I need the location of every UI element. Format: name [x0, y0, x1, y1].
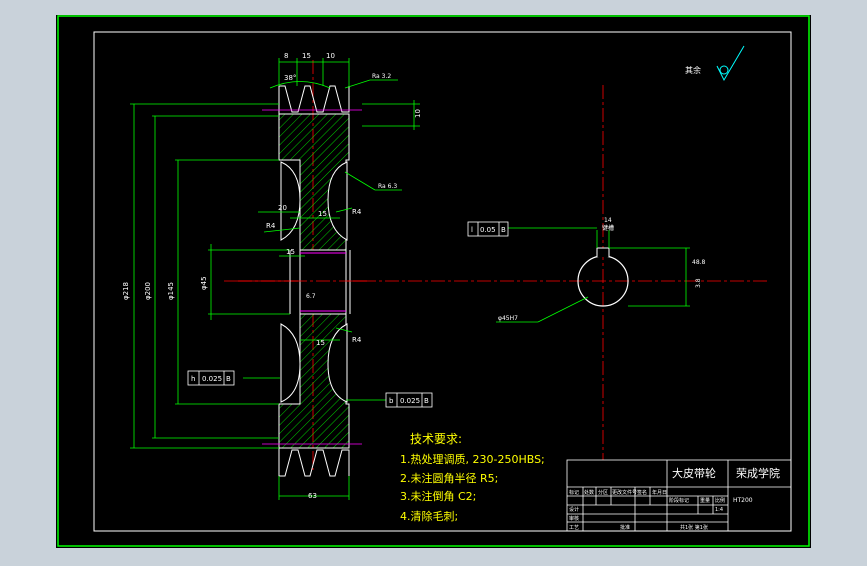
dim-key-depth: 3.8 — [695, 278, 702, 288]
dim-top-b: 15 — [302, 52, 311, 60]
dim-key-height: 48.8 — [692, 259, 706, 266]
svg-text:1:4: 1:4 — [715, 507, 723, 513]
dim-top-a: 8 — [284, 52, 288, 60]
svg-text:审核: 审核 — [569, 515, 579, 522]
section-dimensions — [130, 58, 420, 500]
hub-end-view: 14 键槽 48.8 3.8 φ45H7 l 0.05 B — [224, 85, 770, 460]
roughness-others-icon — [716, 45, 745, 82]
end-view-dims — [496, 227, 690, 323]
svg-text:阶段标记: 阶段标记 — [669, 497, 689, 504]
svg-text:设计: 设计 — [569, 506, 579, 513]
dim-bottom-width: 63 — [308, 492, 317, 500]
dim-dia-pitch: φ200 — [144, 282, 152, 300]
dim-hub-r-left: R4 — [266, 222, 276, 230]
svg-text:B: B — [424, 397, 429, 405]
lower-web-recess-right — [327, 323, 348, 403]
technical-notes: 技术要求: 1.热处理调质, 230-250HBS; 2.未注圆角半径 R5; … — [400, 432, 545, 523]
svg-text:工艺: 工艺 — [569, 525, 579, 531]
parallel-tolerance-frame: l 0.05 B — [467, 221, 509, 237]
svg-text:0.05: 0.05 — [480, 226, 496, 234]
lower-grooves — [278, 448, 350, 477]
dim-lower: 15 — [316, 339, 325, 347]
dim-bore-len: 15 — [286, 248, 295, 256]
roughness-web: Ra 6.3 — [378, 183, 397, 190]
roughness-rim: Ra 3.2 — [372, 73, 391, 80]
dim-dia-outer: φ218 — [122, 282, 130, 300]
roughness-others-label: 其余 — [685, 65, 701, 75]
dim-angle: 38° — [284, 74, 296, 82]
section-dimension-text: 8 15 10 38° Ra 3.2 10 Ra 6.3 20 15 R4 R4… — [122, 52, 422, 500]
dim-bore-fit: φ45H7 — [498, 315, 518, 322]
dim-lower-r: R4 — [352, 336, 362, 344]
svg-text:0.025: 0.025 — [400, 397, 420, 405]
keyway-slot — [596, 247, 610, 257]
pulley-section-view — [238, 60, 370, 477]
dim-key-label: 键槽 — [602, 224, 614, 232]
note-4: 4.清除毛刺; — [400, 509, 458, 523]
svg-text:年月日: 年月日 — [652, 489, 667, 496]
svg-text:0.025: 0.025 — [202, 375, 222, 383]
svg-text:h: h — [191, 375, 195, 383]
svg-text:处数: 处数 — [584, 489, 594, 496]
title-block-text: 大皮带轮 荣成学院 HT200 标记 处数 分区 更改文件号 签名 年月日 设计… — [569, 466, 780, 531]
note-3: 3.未注倒角 C2; — [400, 489, 476, 503]
tolerance-frame-left: h 0.025 B — [187, 370, 235, 386]
note-2: 2.未注圆角半径 R5; — [400, 471, 498, 485]
svg-text:更改文件号: 更改文件号 — [612, 489, 637, 496]
tolerance-frame-right: b 0.025 B — [385, 392, 433, 408]
upper-grooves — [278, 85, 350, 114]
upper-web-recess-left — [280, 161, 301, 241]
notes-title: 技术要求: — [410, 432, 462, 446]
school-name: 荣成学院 — [736, 466, 780, 480]
svg-text:标记: 标记 — [569, 489, 579, 496]
svg-text:重量: 重量 — [700, 497, 710, 504]
svg-text:批准: 批准 — [620, 524, 630, 531]
svg-text:B: B — [501, 226, 506, 234]
dim-key-width: 14 — [604, 217, 612, 224]
dim-small: 6.7 — [306, 293, 316, 300]
dim-rim-height: 10 — [414, 109, 422, 118]
svg-text:签名: 签名 — [637, 489, 647, 496]
svg-text:B: B — [226, 375, 231, 383]
dim-dia-bore: φ45 — [200, 276, 208, 290]
upper-web-recess-right — [327, 161, 348, 241]
svg-text:共1张 第1张: 共1张 第1张 — [680, 524, 708, 531]
dim-web-offset: 20 — [278, 204, 287, 212]
lower-web-recess-left — [280, 323, 301, 403]
dim-hub: 15 — [318, 210, 327, 218]
outer-frame — [57, 15, 810, 547]
part-name: 大皮带轮 — [672, 466, 716, 480]
dim-top-c: 10 — [326, 52, 335, 60]
note-1: 1.热处理调质, 230-250HBS; — [400, 453, 545, 466]
inner-border — [93, 31, 792, 532]
dim-hub-r: R4 — [352, 208, 362, 216]
bore — [299, 249, 347, 315]
svg-text:b: b — [389, 397, 394, 405]
svg-text:分区: 分区 — [598, 489, 608, 496]
title-block — [566, 459, 792, 532]
material: HT200 — [733, 497, 753, 504]
dim-dia-hub: φ145 — [167, 282, 175, 300]
svg-text:比例: 比例 — [715, 497, 725, 504]
svg-text:l: l — [471, 226, 473, 234]
